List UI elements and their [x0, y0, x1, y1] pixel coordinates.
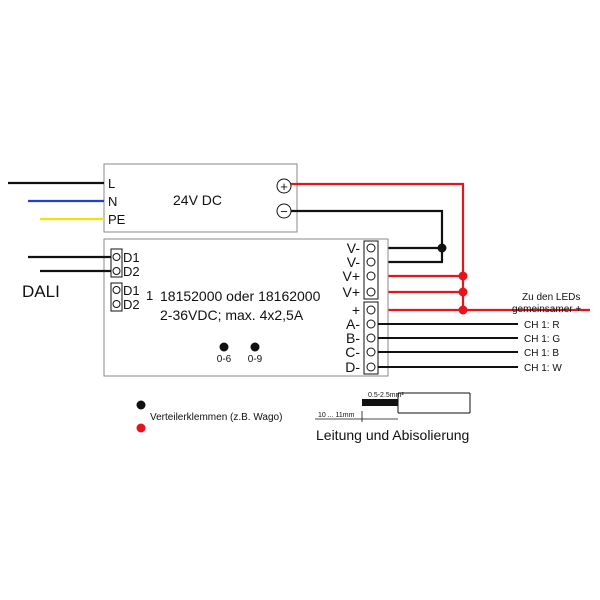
junction-negative — [437, 243, 447, 253]
terminal-screw — [366, 362, 376, 372]
input-label-n: N — [108, 194, 117, 209]
legend-label: Verteilerklemmen (z.B. Wago) — [150, 412, 282, 423]
dali-terminal-label: D1 — [123, 250, 140, 265]
power-supply-box — [103, 163, 298, 233]
terminal-screw — [366, 319, 376, 329]
terminal-label: V- — [347, 240, 361, 256]
bus-number: 1 — [146, 288, 153, 303]
dc-wiring — [291, 182, 590, 315]
controller-spec: 2-36VDC; max. 4x2,5A — [160, 307, 304, 323]
dali-terminal-block-bottom — [110, 282, 123, 312]
junction-positive-2 — [458, 287, 468, 297]
input-label-l: L — [108, 176, 115, 191]
dali-terminal-label: D2 — [123, 297, 140, 312]
dali-terminal-label: D2 — [123, 264, 140, 279]
strip-length-label: 10 ... 11mm — [318, 412, 355, 419]
input-label-pe: PE — [108, 212, 126, 227]
led-common-label: gemeinsamer + — [512, 304, 581, 315]
cross-section-label: 0.5-2.5mm² — [368, 392, 404, 399]
terminal-screw — [366, 347, 376, 357]
psu-minus-symbol: − — [280, 204, 288, 219]
dali-terminal-label: D1 — [123, 283, 140, 298]
controller-box — [103, 238, 389, 377]
led-common-label: Zu den LEDs — [522, 292, 580, 303]
terminal-screw — [366, 257, 376, 267]
dali-terminal-screw — [112, 300, 121, 308]
junction-positive-1 — [458, 271, 468, 281]
address-dial-tens — [219, 342, 229, 352]
wire-detail-caption: Leitung und Abisolierung — [316, 427, 469, 443]
channel-label-r: CH 1: R — [524, 320, 560, 331]
channel-label-g: CH 1: G — [524, 334, 560, 345]
dali-terminal-screw — [112, 286, 121, 294]
terminal-label: C- — [345, 344, 360, 360]
channel-label-b: CH 1: B — [524, 348, 559, 359]
dali-terminal-screw — [112, 267, 121, 275]
terminal-screw — [366, 243, 376, 253]
psu-plus-symbol: + — [280, 179, 288, 194]
wire-negative — [291, 209, 444, 264]
terminal-label: V- — [347, 254, 361, 270]
legend: Verteilerklemmen (z.B. Wago) — [136, 400, 282, 433]
wire-positive — [291, 182, 465, 312]
terminal-label: V+ — [342, 284, 360, 300]
power-supply: L N PE 24V DC + − — [8, 163, 298, 233]
article-numbers: 18152000 oder 18162000 — [160, 288, 321, 304]
terminal-screw — [366, 305, 376, 315]
dali-label: DALI — [22, 282, 60, 301]
terminal-label: V+ — [342, 268, 360, 284]
power-supply-label: 24V DC — [173, 192, 222, 208]
terminal-label: D- — [345, 359, 360, 375]
dali-terminal-screw — [112, 253, 121, 261]
dial-label: 0-9 — [248, 354, 263, 365]
wire-detail: 0.5-2.5mm² 10 ... 11mm Leitung und Abiso… — [315, 392, 471, 443]
terminal-screw — [366, 271, 376, 281]
power-terminal-block — [363, 240, 379, 300]
channel-label-w: CH 1: W — [524, 363, 562, 374]
dali-controller: DALI D1 D2 D1 D2 1 18152000 oder 1816200… — [22, 238, 581, 377]
dali-terminal-block-top — [110, 248, 123, 278]
dial-label: 0-6 — [217, 354, 232, 365]
terminal-screw — [366, 287, 376, 297]
stripped-conductor — [362, 399, 398, 406]
terminal-screw — [366, 333, 376, 343]
psu-plus-terminal — [276, 178, 292, 194]
terminal-rows: V-V-V+V++A-B-C-D- — [342, 240, 376, 375]
terminal-label: B- — [346, 330, 360, 346]
legend-black-dot — [136, 400, 146, 410]
terminal-label: A- — [346, 316, 360, 332]
legend-red-dot — [136, 423, 146, 433]
address-dial-units — [250, 342, 260, 352]
terminal-label: + — [352, 302, 360, 318]
